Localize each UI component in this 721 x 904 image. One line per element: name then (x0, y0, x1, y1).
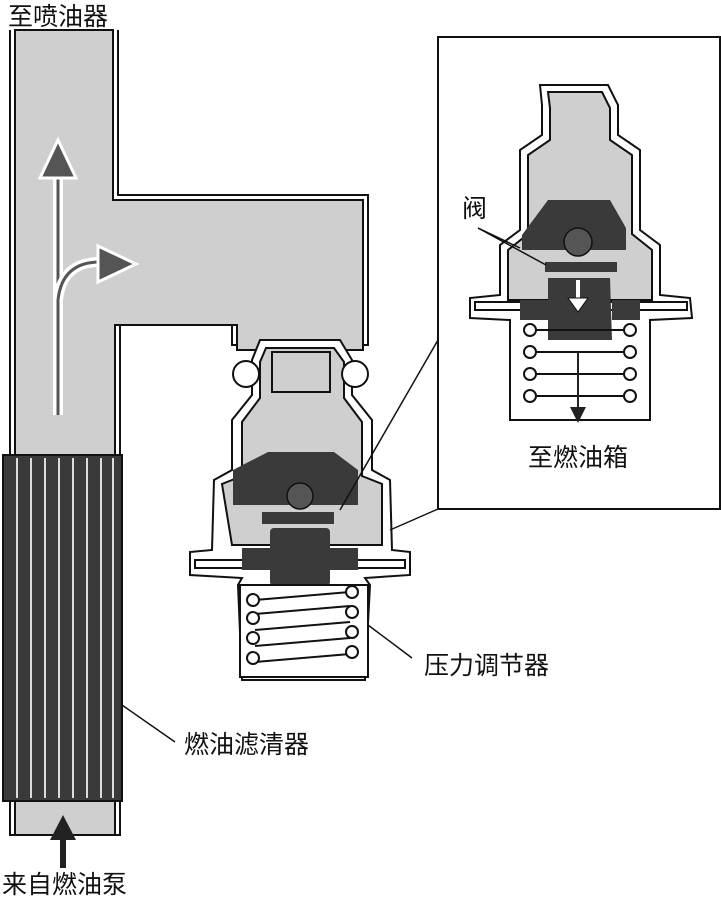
valve-leader-2 (477, 227, 521, 249)
label-fuel-filter: 燃油滤清器 (184, 730, 310, 759)
label-pressure-regulator: 压力调节器 (424, 651, 550, 680)
label-to-injector: 至喷油器 (8, 2, 109, 31)
inlet-arrow (50, 815, 76, 868)
inset-connector-top (339, 339, 439, 511)
flow-arrows (37, 136, 140, 415)
leader-lines (121, 227, 547, 743)
regulator-leader (367, 624, 413, 659)
inset-connector-bottom (389, 508, 439, 531)
pressure-regulator (189, 339, 411, 681)
fuel-filter (2, 454, 123, 802)
label-from-pump: 来自燃油泵 (2, 870, 128, 899)
filter-leader (121, 704, 176, 743)
label-valve: 阀 (462, 194, 488, 223)
inset-view (437, 36, 721, 510)
label-to-tank: 至燃油箱 (528, 443, 629, 472)
